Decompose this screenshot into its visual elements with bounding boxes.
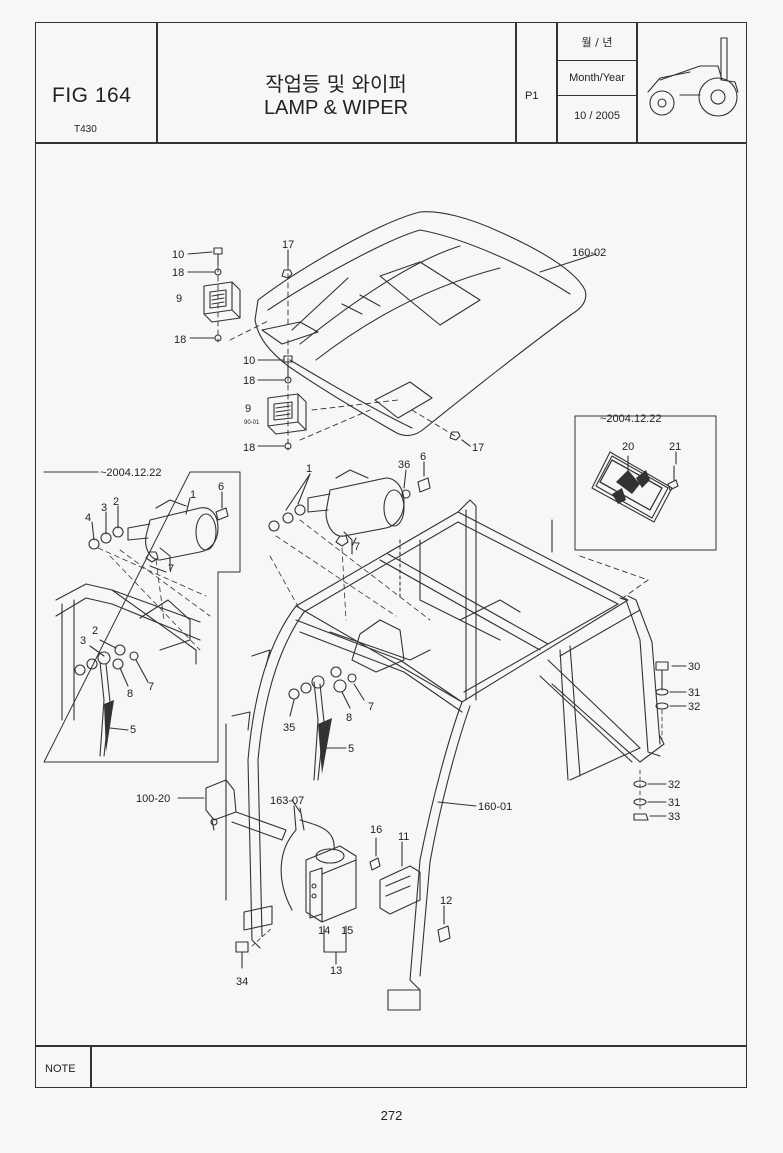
label-5-main: 5: [348, 743, 354, 755]
label-160-02: 160-02: [572, 247, 606, 259]
month-year-value: 10 / 2005: [574, 110, 620, 122]
month-year-korean: 월 / 년: [581, 36, 613, 49]
roof-panel: [254, 211, 587, 437]
wiper-motor-main: [268, 469, 431, 555]
header-divider-4: [636, 22, 638, 143]
label-9-top: 9: [176, 293, 182, 305]
inset-label-8: 8: [127, 688, 133, 700]
inset-label-2-lower: 2: [92, 625, 98, 637]
label-100-20: 100-20: [136, 793, 170, 805]
label-20: 20: [622, 441, 634, 453]
label-1-main: 1: [306, 463, 312, 475]
page-reference: P1: [525, 90, 539, 102]
label-31-top: 31: [688, 687, 700, 699]
work-lamp-upper: [203, 247, 241, 342]
title-english: LAMP & WIPER: [263, 97, 409, 119]
label-18-top: 18: [172, 267, 184, 279]
tractor-icon: [647, 37, 739, 117]
inset-label-3: 3: [101, 502, 107, 514]
label-17-top: 17: [282, 239, 294, 251]
label-18-lower: 18: [243, 375, 255, 387]
label-11: 11: [398, 831, 409, 843]
note-top-line: [35, 1045, 747, 1047]
label-21: 21: [669, 441, 681, 453]
label-9-lower: 9: [245, 403, 251, 415]
header-divider-3: [556, 22, 558, 143]
label-32-bottom: 32: [668, 779, 680, 791]
inset-left-date: ~2004.12.22: [100, 467, 161, 479]
label-16: 16: [370, 824, 382, 836]
inset-label-6: 6: [218, 481, 224, 493]
inset-label-2: 2: [113, 496, 119, 508]
model-code: T430: [74, 124, 97, 135]
label-15: 15: [341, 925, 353, 937]
inset-label-7-lower: 7: [148, 681, 154, 693]
label-90-01: 90-01: [244, 420, 260, 426]
inset-label-4: 4: [85, 512, 91, 524]
inset-right-date: ~2004.12.22: [600, 413, 661, 425]
figure-number: FIG 164: [52, 84, 132, 107]
header-row-line-2: [556, 95, 637, 96]
label-17-right: 17: [472, 442, 484, 454]
work-lamp-lower: [267, 355, 307, 450]
header-row-line-1: [556, 60, 637, 61]
label-6-main: 6: [420, 451, 426, 463]
header-divider-2: [515, 22, 517, 143]
inset-label-5: 5: [130, 724, 136, 736]
rear-lamp-100-20: [205, 779, 237, 831]
decal-badge: [591, 451, 673, 523]
cab-frame: [225, 499, 665, 1011]
label-160-01: 160-01: [478, 801, 512, 813]
label-18-mid: 18: [174, 334, 186, 346]
label-30: 30: [688, 661, 700, 673]
label-33: 33: [668, 811, 680, 823]
label-7-lower-main: 7: [368, 701, 374, 713]
title-korean: 작업등 및 와이퍼: [265, 72, 407, 96]
label-8-main: 8: [346, 712, 352, 724]
label-18-bottom: 18: [243, 442, 255, 454]
label-7-main: 7: [354, 541, 360, 553]
page-frame: [35, 22, 747, 1088]
wiper-motor-inset: [55, 499, 229, 757]
label-13: 13: [330, 965, 342, 977]
label-12: 12: [440, 895, 452, 907]
label-163-07: 163-07: [270, 795, 304, 807]
header-divider-1: [156, 22, 158, 143]
note-divider: [90, 1045, 92, 1088]
washer-tank: [305, 845, 357, 923]
label-35: 35: [283, 722, 295, 734]
month-year-label: Month/Year: [569, 72, 625, 84]
label-31-bottom: 31: [668, 797, 680, 809]
label-14: 14: [318, 925, 330, 937]
label-10-top: 10: [172, 249, 184, 261]
label-34: 34: [236, 976, 248, 988]
note-label: NOTE: [45, 1063, 76, 1075]
inset-label-7-top: 7: [168, 563, 174, 575]
header-bottom-line: [35, 142, 747, 144]
page-number: 272: [380, 1108, 403, 1123]
label-10-lower: 10: [243, 355, 255, 367]
inset-label-3-lower: 3: [80, 635, 86, 647]
label-32-top: 32: [688, 701, 700, 713]
inset-label-1: 1: [190, 489, 196, 501]
label-36: 36: [398, 459, 410, 471]
